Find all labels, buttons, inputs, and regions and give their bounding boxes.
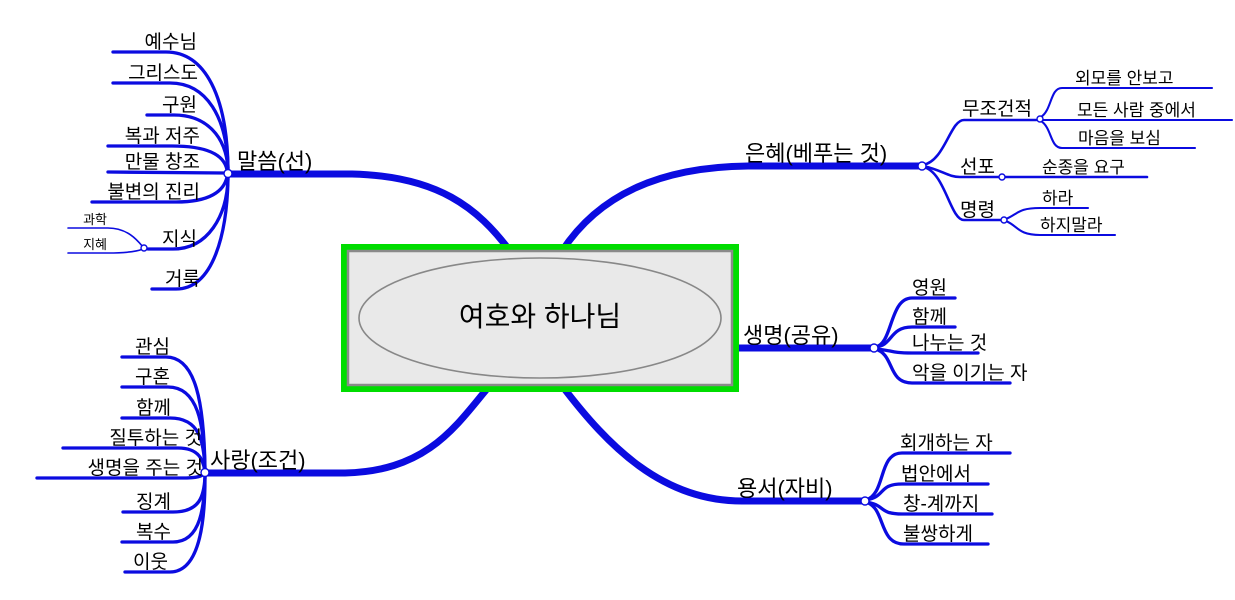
node-salvation[interactable]: 구원 (162, 95, 197, 116)
forgive-branch-lines (864, 451, 1012, 546)
node-grace[interactable]: 은혜(베푸는 것) (745, 141, 888, 166)
grace-branch-lines (921, 86, 1234, 237)
node-sharing[interactable]: 나누는 것 (912, 333, 988, 354)
node-jesus[interactable]: 예수님 (144, 32, 197, 53)
node-eternal[interactable]: 영원 (912, 278, 947, 299)
edge-jealousy (61, 446, 207, 473)
node-love[interactable]: 사랑(조건) (210, 448, 306, 473)
edge-together (873, 325, 957, 349)
edge-creation (106, 170, 226, 175)
edge-in-law (864, 482, 990, 502)
node-do[interactable]: 하라 (1042, 189, 1074, 208)
node-proclaim[interactable]: 선포 (960, 157, 995, 178)
love-branch-trunk (202, 386, 490, 477)
node-word[interactable]: 말씀(선) (237, 149, 313, 174)
knowledge-fold-handle[interactable] (140, 244, 148, 252)
unconditional-fold-handle[interactable] (1036, 115, 1044, 123)
node-repentant[interactable]: 회개하는 자 (900, 433, 993, 454)
node-life[interactable]: 생명(공유) (743, 323, 839, 348)
node-among-all[interactable]: 모든 사람 중에서 (1077, 101, 1196, 120)
node-together[interactable]: 함께 (912, 307, 947, 328)
node-sees-heart[interactable]: 마음을 보심 (1078, 129, 1161, 148)
word-branch-lines (67, 50, 230, 291)
edge-sees-heart (1039, 119, 1197, 150)
life-branch-lines (873, 296, 1012, 385)
center-node-ellipse (358, 257, 722, 379)
edge-salvation (145, 113, 230, 171)
node-courtship[interactable]: 구혼 (135, 367, 170, 388)
edge-science (67, 227, 144, 248)
node-jealousy[interactable]: 질투하는 것 (109, 428, 202, 449)
node-appearance[interactable]: 외모를 안보고 (1075, 69, 1174, 88)
center-node-green-border (341, 244, 739, 392)
word-fold-handle[interactable] (223, 168, 233, 179)
node-dont[interactable]: 하지말라 (1040, 216, 1103, 235)
forgive-branch-trunk (559, 383, 868, 505)
proclaim-fold-handle[interactable] (998, 173, 1006, 181)
node-truth[interactable]: 불변의 진리 (107, 182, 200, 203)
edge-christ (111, 81, 230, 170)
love-fold-handle[interactable] (200, 467, 210, 478)
grace-fold-handle[interactable] (917, 161, 927, 171)
edge-overcome-evil (873, 347, 1012, 385)
edge-proclaim (921, 164, 1149, 179)
edge-blessing-curse (106, 144, 229, 172)
edge-mercy (864, 500, 990, 546)
edge-together2 (120, 416, 207, 472)
node-obedience[interactable]: 순종을 요구 (1042, 158, 1125, 177)
edge-neighbor (123, 476, 207, 574)
edge-dont (1004, 219, 1117, 237)
center-node-box (346, 249, 734, 387)
fold-handles (140, 115, 1044, 506)
node-blessing-curse[interactable]: 복과 저주 (124, 126, 200, 147)
node-creation[interactable]: 만물 창조 (124, 152, 200, 173)
node-knowledge[interactable]: 지식 (162, 229, 197, 250)
node-command[interactable]: 명령 (960, 200, 995, 221)
edge-do (1004, 206, 1090, 221)
node-forgive[interactable]: 용서(자비) (737, 476, 833, 501)
node-life-giving[interactable]: 생명을 주는 것 (87, 458, 203, 479)
edge-appearance (1039, 86, 1214, 119)
grace-branch-trunk (558, 162, 926, 255)
node-together-love[interactable]: 함께 (136, 398, 171, 419)
node-wisdom[interactable]: 지혜 (83, 237, 107, 252)
node-unconditional[interactable]: 무조건적 (962, 99, 1032, 120)
node-discipline[interactable]: 징계 (136, 492, 171, 513)
node-christ[interactable]: 그리스도 (128, 63, 198, 84)
edge-holiness (150, 177, 230, 291)
node-neighbor[interactable]: 이웃 (133, 552, 168, 573)
edge-truth (90, 175, 229, 204)
node-in-law[interactable]: 법안에서 (901, 464, 971, 485)
word-branch-trunk (224, 170, 514, 255)
node-overcome-evil[interactable]: 악을 이기는 자 (912, 363, 1028, 384)
center-node-title[interactable]: 여호와 하나님 (458, 301, 622, 332)
forgive-fold-handle[interactable] (860, 496, 870, 506)
life-fold-handle[interactable] (869, 343, 879, 353)
command-fold-handle[interactable] (1000, 216, 1008, 224)
node-science[interactable]: 과학 (83, 212, 107, 227)
branch-trunks (202, 162, 926, 505)
node-mercy[interactable]: 불쌍하게 (903, 524, 973, 545)
node-interest[interactable]: 관심 (135, 337, 170, 358)
love-branch-lines (35, 355, 207, 574)
center-node-shape[interactable] (341, 244, 739, 392)
node-holiness[interactable]: 거룩 (165, 269, 200, 290)
node-revenge[interactable]: 복수 (136, 522, 171, 543)
node-gen-to-rev[interactable]: 창-계까지 (903, 494, 980, 515)
edge-unconditional (921, 118, 1038, 167)
edge-repentant (864, 451, 1012, 502)
edge-command (921, 165, 1002, 222)
